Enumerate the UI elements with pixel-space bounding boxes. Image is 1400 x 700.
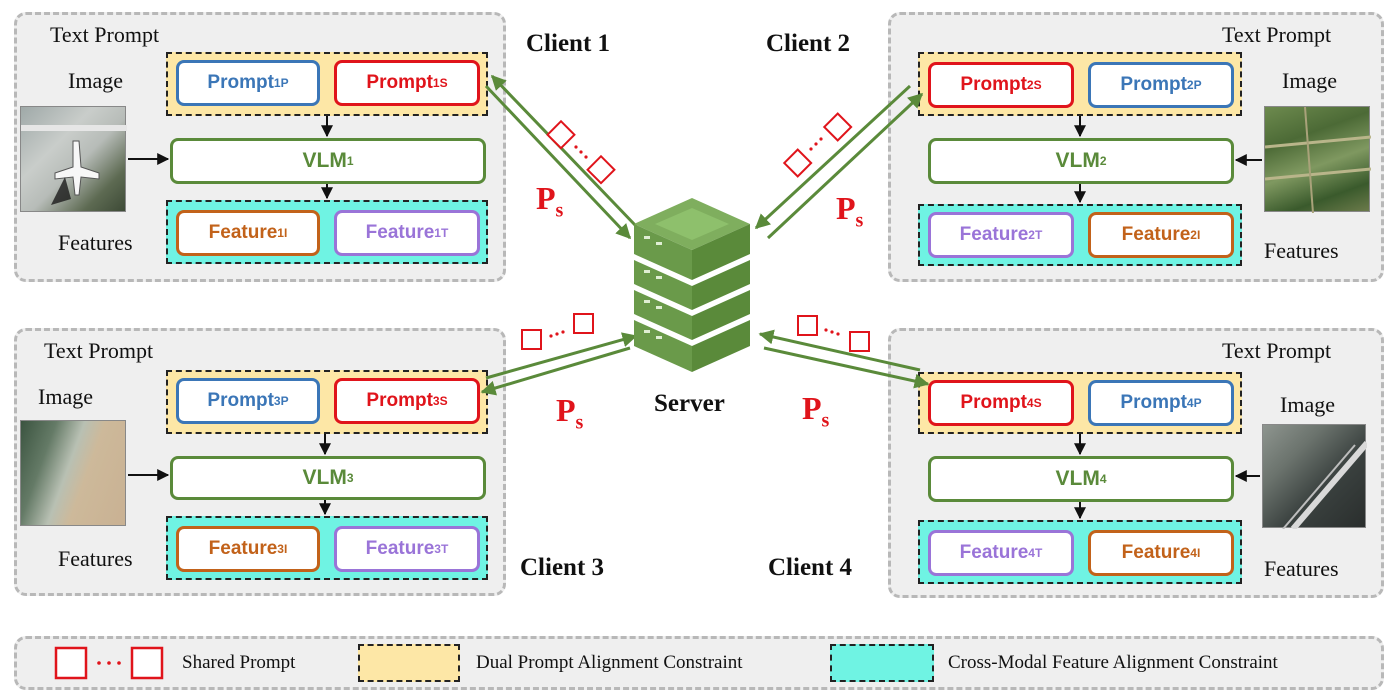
- shared-prompt-dots: [549, 137, 840, 338]
- client-3-features-label: Features: [58, 546, 133, 571]
- ps-label-client-4: Ps: [802, 390, 830, 432]
- legend-dual-swatch: [358, 644, 460, 682]
- legend-cross-swatch: [830, 644, 934, 682]
- ps-label-client-2: Ps: [836, 190, 864, 232]
- client-1-text-prompt-label: Text Prompt: [50, 22, 160, 47]
- client-4-aerial-image: [1262, 424, 1370, 531]
- legend-dual-label: Dual Prompt Alignment Constraint: [476, 652, 743, 673]
- client-1-aerial-image: [20, 106, 127, 212]
- ps-label-client-3: Ps: [556, 392, 584, 434]
- client-internal-arrows: [128, 116, 1262, 520]
- client-3-image-label: Image: [38, 384, 93, 409]
- client-2-text-prompt-label: Text Prompt: [1222, 22, 1332, 47]
- client-1-features-label: Features: [58, 230, 133, 255]
- client-3-text-prompt-label: Text Prompt: [44, 338, 154, 363]
- ps-label-client-1: Ps: [536, 180, 564, 222]
- client-4-features-label: Features: [1264, 556, 1339, 581]
- legend-shared-prompt-label: Shared Prompt: [182, 652, 296, 673]
- legend-shared-prompt-icon: [54, 646, 164, 680]
- server-icon: [634, 198, 750, 372]
- client-1-title: Client 1: [526, 30, 611, 57]
- client-2-image-label: Image: [1282, 68, 1337, 93]
- legend-cross-label: Cross-Modal Feature Alignment Constraint: [948, 652, 1278, 673]
- client-2-features-label: Features: [1264, 238, 1339, 263]
- client-4-title: Client 4: [768, 554, 853, 581]
- client-3-aerial-image: [20, 420, 126, 526]
- client-1-image-label: Image: [68, 68, 123, 93]
- shared-prompt-squares: [521, 112, 870, 352]
- server-exchange-arrows: [480, 74, 930, 396]
- client-4-image-label: Image: [1280, 392, 1335, 417]
- legend-panel: [14, 636, 1384, 690]
- client-2-title: Client 2: [766, 30, 851, 57]
- server-label: Server: [654, 390, 725, 417]
- client-4-text-prompt-label: Text Prompt: [1222, 338, 1332, 363]
- client-3-title: Client 3: [520, 554, 605, 581]
- client-2-aerial-image: [1264, 106, 1372, 214]
